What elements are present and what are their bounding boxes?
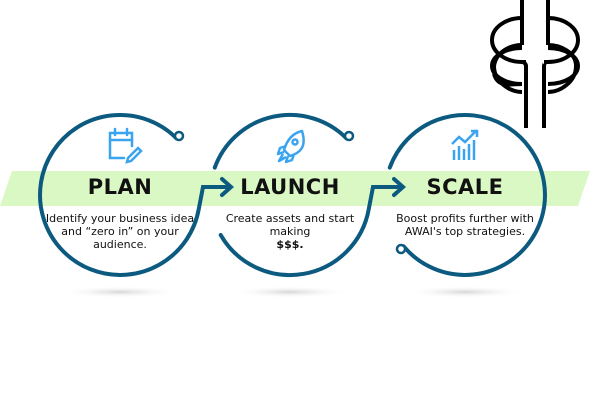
plan-arrowhead bbox=[220, 177, 235, 197]
shadow bbox=[230, 286, 350, 298]
shadow bbox=[405, 286, 525, 298]
scale-circle bbox=[387, 112, 547, 277]
scale-end-dot bbox=[395, 243, 407, 255]
launch-end-dot bbox=[343, 130, 355, 142]
plan-end-dot bbox=[173, 130, 185, 142]
launch-circle-top bbox=[212, 112, 349, 170]
step-title-scale: SCALE bbox=[426, 175, 504, 199]
rocket-icon bbox=[276, 129, 305, 164]
launch-arrowhead bbox=[392, 177, 407, 197]
launch-circle-bottom bbox=[218, 185, 404, 277]
step-title-launch: LAUNCH bbox=[240, 175, 340, 199]
step-description-scale: Boost profits further with AWAI's top st… bbox=[396, 212, 534, 238]
step-description-plan: Identify your business idea and “zero in… bbox=[45, 212, 195, 251]
plan-circle bbox=[38, 113, 232, 277]
step-description-launch: Create assets and start making $$$. bbox=[215, 212, 365, 251]
growth-chart-icon bbox=[451, 129, 479, 160]
overlay-symbol-icon bbox=[490, 0, 580, 128]
calendar-edit-icon bbox=[108, 127, 143, 164]
shadow bbox=[60, 286, 180, 298]
green-band bbox=[0, 171, 590, 206]
launch-description-bold: $$$. bbox=[276, 238, 304, 251]
launch-description-text: Create assets and start making bbox=[225, 212, 355, 238]
step-title-plan: PLAN bbox=[87, 175, 153, 199]
